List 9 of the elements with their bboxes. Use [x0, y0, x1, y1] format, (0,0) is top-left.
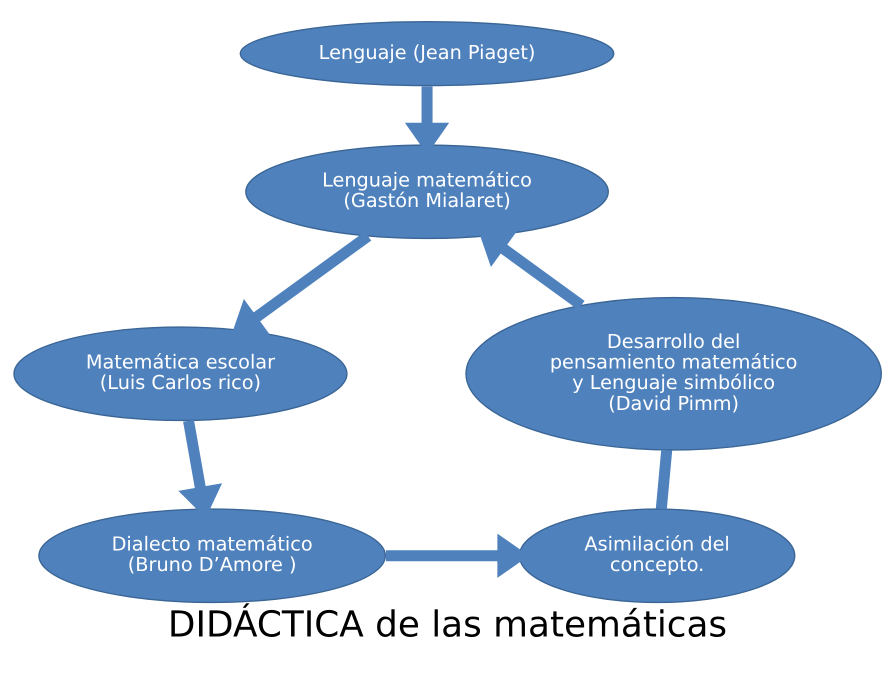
node-ellipse: Lenguaje matemático (Gastón Mialaret) [245, 144, 609, 239]
connector [656, 449, 672, 509]
diagram-title: DIDÁCTICA de las matemáticas [168, 604, 728, 646]
arrow [478, 230, 585, 310]
node-ellipse: Lenguaje (Jean Piaget) [240, 20, 614, 86]
node-ellipse: Desarrollo del pensamiento matemático y Lenguaje simbólico (David Pimm) [465, 296, 882, 450]
node-ellipse: Asimilación del concepto. [518, 508, 796, 603]
node-ellipse: Dialecto matemático (Bruno D’Amore ) [38, 508, 386, 603]
node-ellipse: Matemática escolar (Luis Carlos rico) [13, 326, 348, 421]
